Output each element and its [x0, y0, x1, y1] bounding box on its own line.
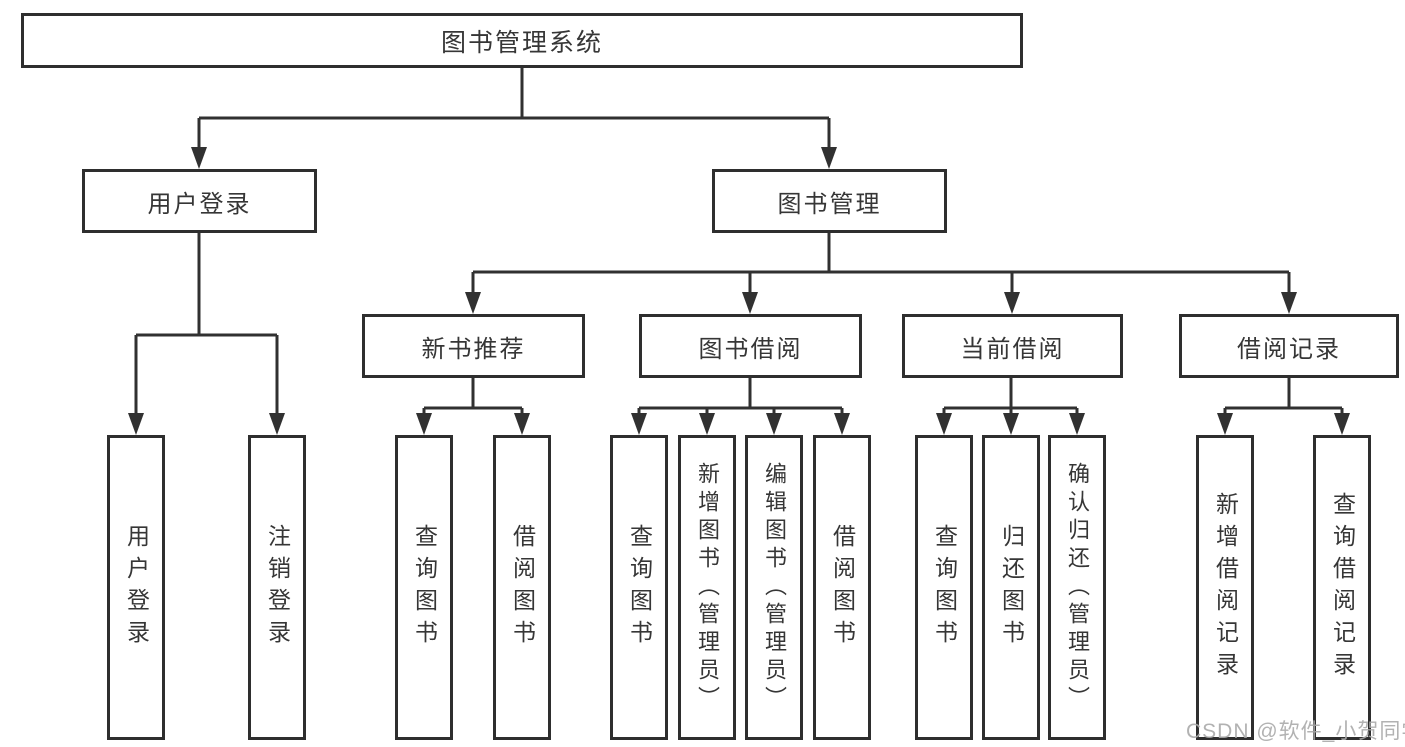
leaf-query-books-recommend: 查询图书	[395, 435, 453, 740]
leaf-confirm-return-admin: 确认归还（管理员）	[1048, 435, 1106, 740]
leaf-add-borrow-record-label: 新增借阅记录	[1212, 491, 1239, 684]
leaf-query-books-current-label: 查询图书	[931, 523, 958, 652]
leaf-borrow-books-label: 借阅图书	[829, 523, 856, 652]
leaf-logout-label: 注销登录	[264, 523, 291, 652]
leaf-user-login: 用户登录	[107, 435, 165, 740]
leaf-return-books-label: 归还图书	[998, 523, 1025, 652]
leaf-edit-books-admin-label: 编辑图书（管理员）	[762, 461, 787, 714]
node-borrowing-records: 借阅记录	[1179, 314, 1399, 378]
node-current-borrowing: 当前借阅	[902, 314, 1123, 378]
leaf-borrow-books: 借阅图书	[813, 435, 871, 740]
leaf-borrow-books-recommend: 借阅图书	[493, 435, 551, 740]
leaf-add-borrow-record: 新增借阅记录	[1196, 435, 1254, 740]
node-user-login-label: 用户登录	[147, 190, 252, 218]
leaf-query-borrow-record: 查询借阅记录	[1313, 435, 1371, 740]
node-borrowing-records-label: 借阅记录	[1237, 335, 1341, 363]
leaf-logout: 注销登录	[248, 435, 306, 740]
leaf-query-books-current: 查询图书	[915, 435, 973, 740]
leaf-borrow-books-recommend-label: 借阅图书	[509, 523, 536, 652]
node-book-management-label: 图书管理	[777, 190, 882, 218]
node-root: 图书管理系统	[21, 13, 1023, 68]
leaf-confirm-return-admin-label: 确认归还（管理员）	[1065, 461, 1090, 714]
leaf-edit-books-admin: 编辑图书（管理员）	[745, 435, 803, 740]
node-user-login: 用户登录	[82, 169, 317, 233]
leaf-user-login-label: 用户登录	[123, 523, 150, 652]
node-current-borrowing-label: 当前借阅	[960, 335, 1065, 363]
leaf-return-books: 归还图书	[982, 435, 1040, 740]
leaf-query-books-recommend-label: 查询图书	[411, 523, 438, 652]
watermark: CSDN @软件_小贺同学	[1186, 720, 1405, 743]
leaf-query-books-borrow: 查询图书	[610, 435, 668, 740]
leaf-query-books-borrow-label: 查询图书	[626, 523, 653, 652]
node-book-borrowing: 图书借阅	[639, 314, 862, 378]
leaf-query-borrow-record-label: 查询借阅记录	[1329, 491, 1356, 684]
leaf-add-books-admin-label: 新增图书（管理员）	[695, 461, 720, 714]
node-new-book-recommend: 新书推荐	[362, 314, 585, 378]
node-root-label: 图书管理系统	[440, 28, 603, 57]
node-new-book-recommend-label: 新书推荐	[421, 335, 526, 363]
node-book-borrowing-label: 图书借阅	[698, 335, 803, 363]
node-book-management: 图书管理	[712, 169, 947, 233]
leaf-add-books-admin: 新增图书（管理员）	[678, 435, 736, 740]
